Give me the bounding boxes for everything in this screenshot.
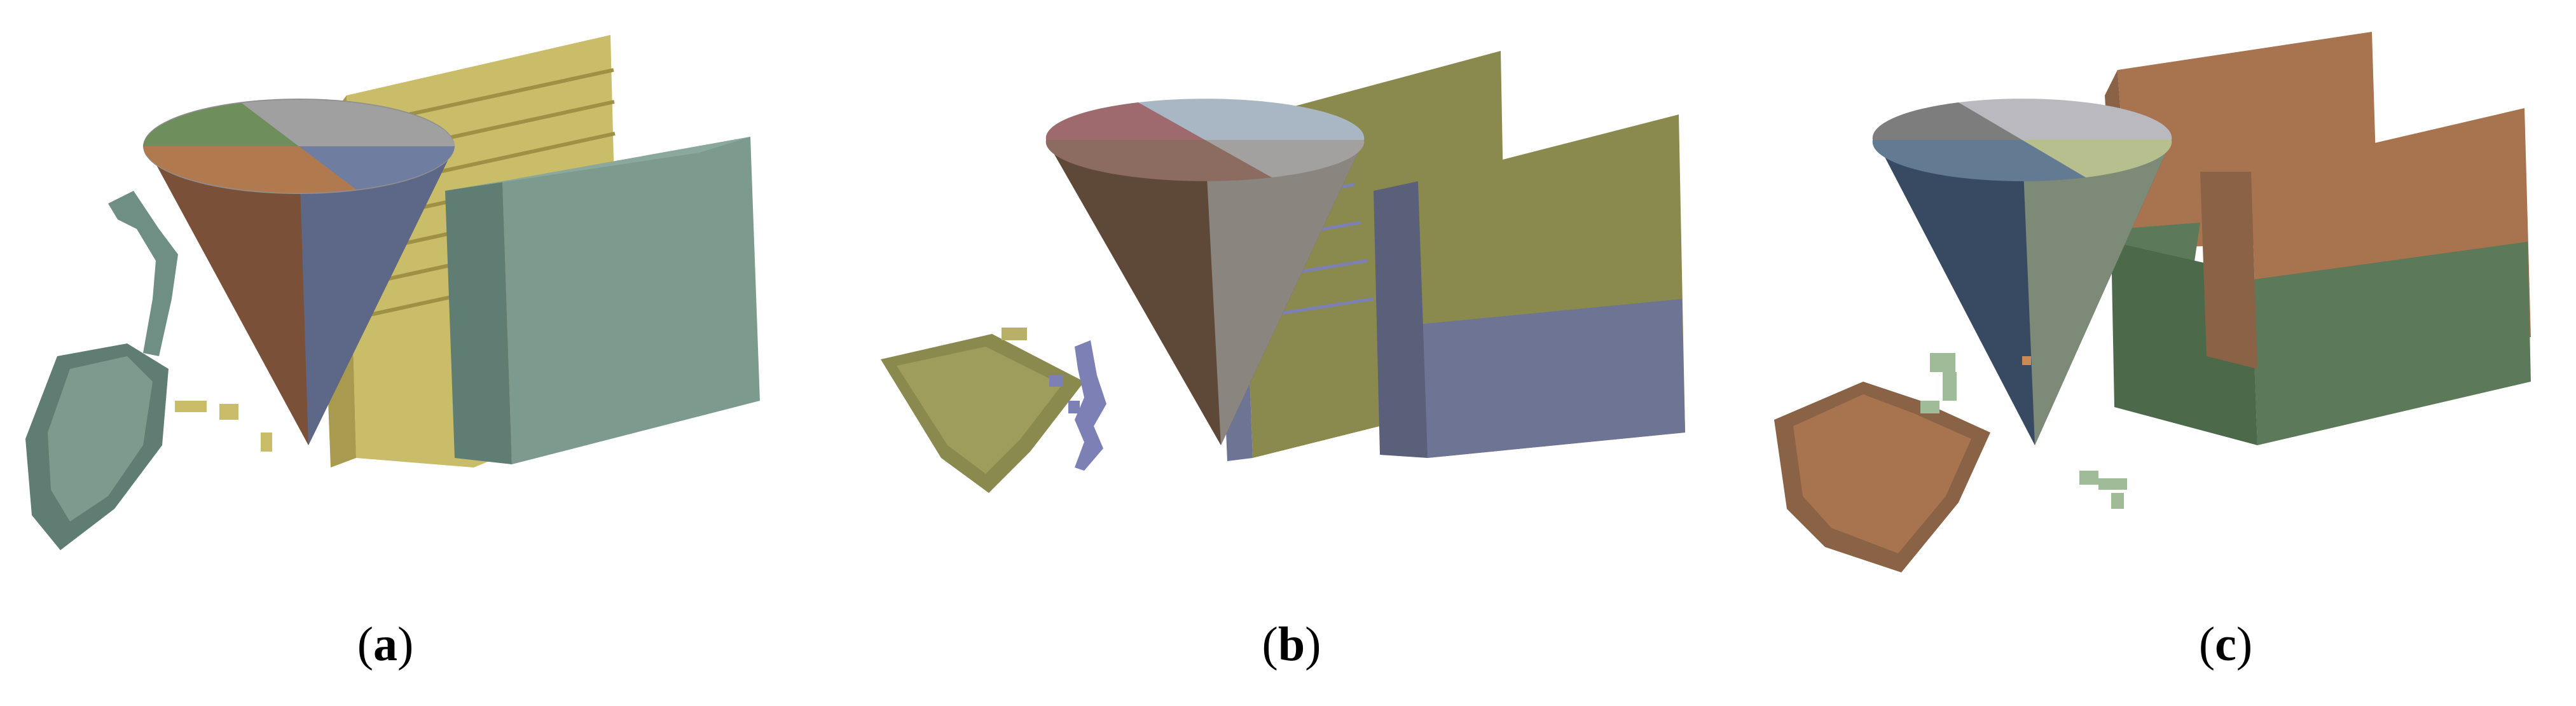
front-block: [2111, 108, 2531, 445]
caption-b-label: b: [1278, 618, 1305, 671]
panel-a-render: [25, 35, 760, 550]
caption-a: (a): [357, 620, 414, 668]
front-block: [1374, 114, 1685, 458]
caption-b-open: (: [1262, 618, 1278, 671]
front-block: [445, 137, 760, 464]
caption-c-open: (: [2198, 618, 2215, 671]
cone: [1045, 99, 1365, 445]
cone: [143, 99, 455, 445]
panel-c-render: [1774, 32, 2531, 572]
fragment-strip: [1049, 340, 1106, 471]
caption-b: (b): [1262, 620, 1321, 668]
fragment-shell: [25, 343, 169, 550]
panel-b-render: [881, 51, 1685, 493]
panel-b: (b): [858, 0, 1717, 706]
caption-b-close: ): [1305, 618, 1321, 671]
fragment-shell: [1774, 382, 1990, 572]
fragment-strip: [108, 191, 178, 356]
caption-c: (c): [2199, 620, 2252, 668]
caption-c-label: c: [2215, 618, 2236, 671]
panel-c: (c): [1717, 0, 2576, 706]
caption-a-label: a: [373, 618, 397, 671]
panel-a: (a): [0, 0, 858, 706]
fragment-bits: [175, 401, 272, 452]
fragment-shell: [881, 328, 1084, 493]
fragment-strip: [1920, 353, 2127, 509]
caption-c-close: ): [2236, 618, 2253, 671]
cone: [1872, 99, 2172, 445]
caption-a-open: (: [357, 618, 373, 671]
caption-a-close: ): [397, 618, 414, 671]
